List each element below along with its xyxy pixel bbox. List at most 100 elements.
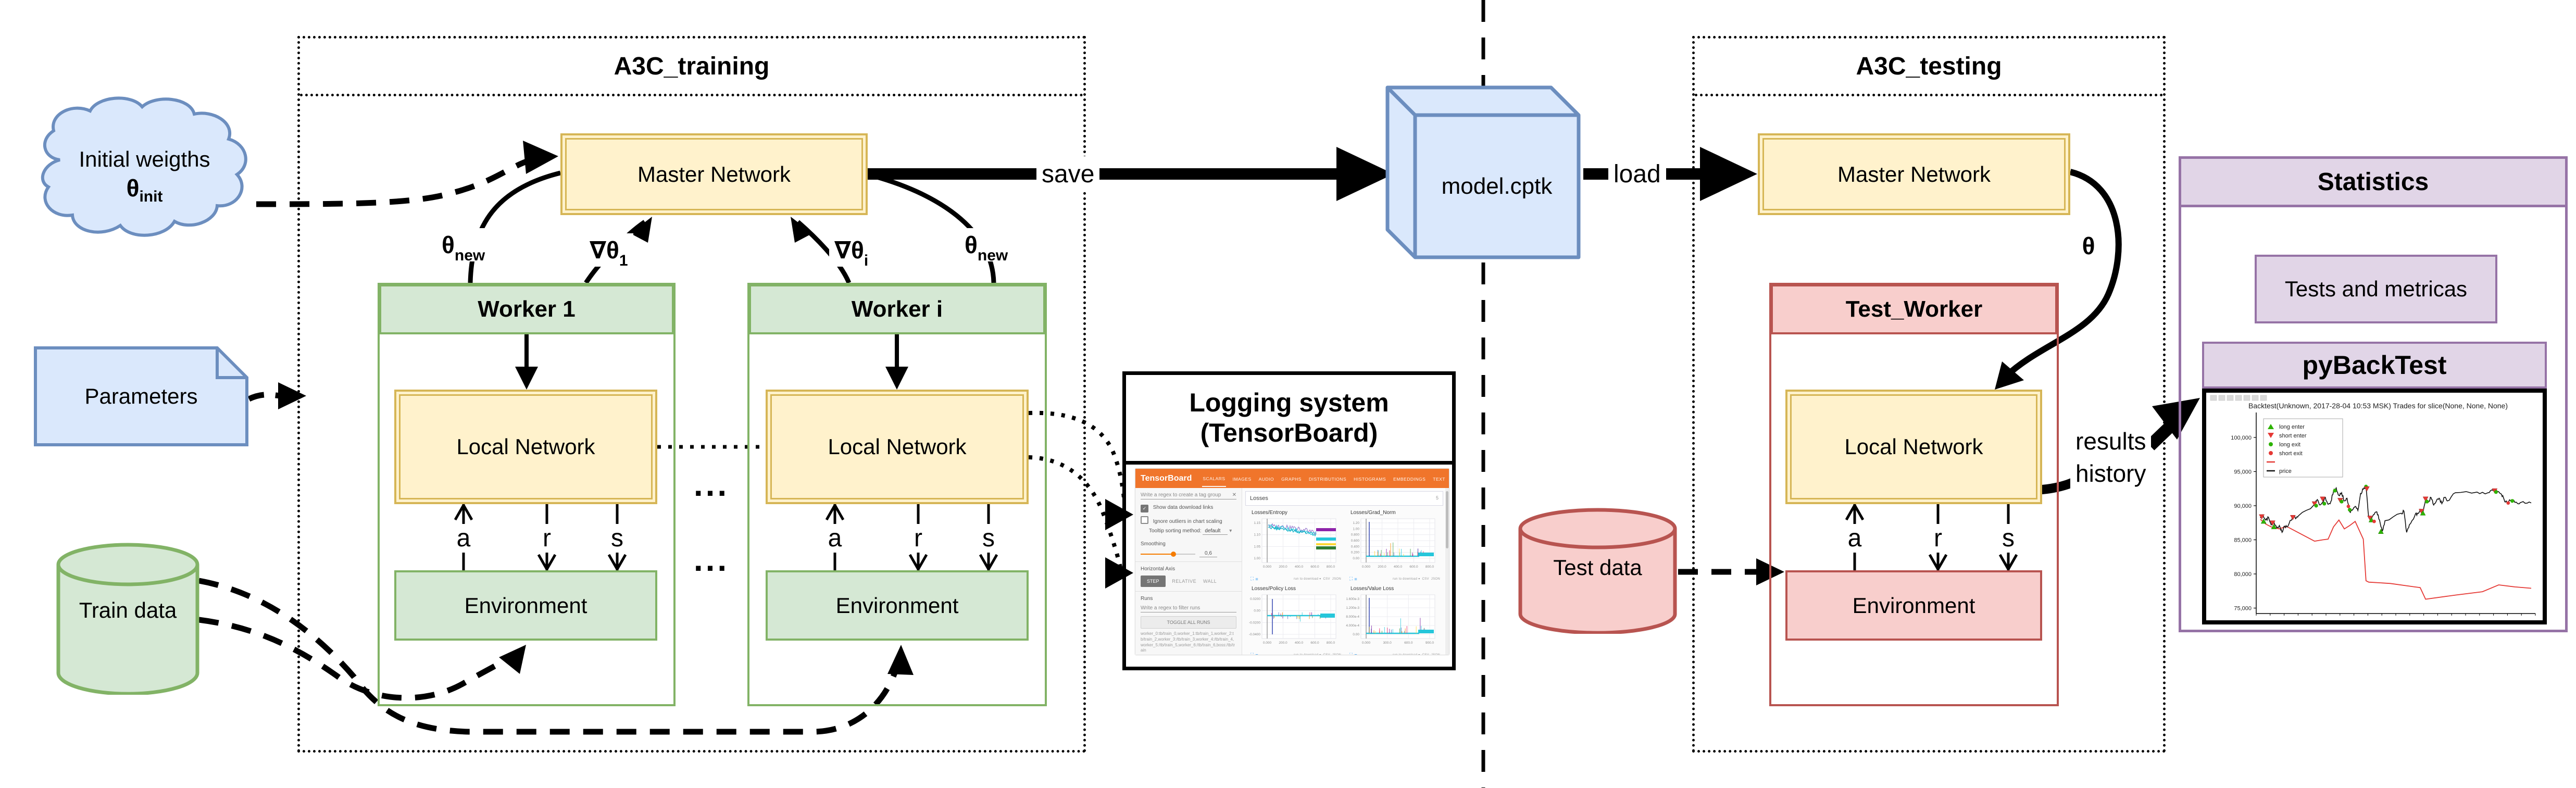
tab-distributions[interactable]: DISTRIBUTIONS xyxy=(1308,476,1347,482)
theta-label: θ xyxy=(2082,232,2095,259)
tab-audio[interactable]: AUDIO xyxy=(1258,476,1274,482)
json-link[interactable]: JSON xyxy=(1431,654,1440,655)
tab-histograms[interactable]: HISTOGRAMS xyxy=(1354,476,1386,482)
run-to-download[interactable]: run to download ▾ xyxy=(1393,653,1420,655)
train-data-label: Train data xyxy=(79,598,177,622)
svg-text:0.600: 0.600 xyxy=(1351,539,1360,543)
logging-system-box: Logging system (TensorBoard) TensorBoard… xyxy=(1122,371,1456,670)
json-link[interactable]: JSON xyxy=(1431,577,1440,581)
test-local-network-label: Local Network xyxy=(1844,434,1983,459)
tab-text[interactable]: TEXT xyxy=(1433,476,1446,482)
csv-link[interactable]: CSV xyxy=(1422,577,1429,581)
list-icon[interactable]: ≡ xyxy=(1255,653,1258,655)
svg-text:400.0: 400.0 xyxy=(1295,641,1304,645)
csv-link[interactable]: CSV xyxy=(1422,654,1429,655)
smoothing-value[interactable]: 0,6 xyxy=(1199,551,1217,557)
test-data-label: Test data xyxy=(1553,555,1642,580)
checkbox-download-links[interactable]: ✓ xyxy=(1141,505,1148,512)
run-to-download[interactable]: run to download ▾ xyxy=(1393,578,1420,581)
svg-text:400.0: 400.0 xyxy=(1295,565,1304,569)
pybacktest-title: pyBackTest xyxy=(2302,351,2447,380)
model-cptk-label: model.cptk xyxy=(1441,173,1553,199)
tab-images[interactable]: IMAGES xyxy=(1232,476,1252,482)
svg-text:0.00: 0.00 xyxy=(1353,557,1359,560)
test-local-network: Local Network xyxy=(1785,390,2042,504)
svg-text:0.000: 0.000 xyxy=(1362,641,1371,645)
svg-text:80,000: 80,000 xyxy=(2234,571,2252,578)
test-environment-label: Environment xyxy=(1852,593,1975,618)
workers-ellipsis-top: ... xyxy=(693,466,730,503)
svg-text:1.15: 1.15 xyxy=(1254,521,1260,525)
tensorboard-header: TensorBoard SCALARS IMAGES AUDIO GRAPHS … xyxy=(1135,469,1449,488)
svg-text:8.000e-4: 8.000e-4 xyxy=(1346,615,1359,619)
note-shape xyxy=(34,346,248,446)
svg-text:800.0: 800.0 xyxy=(1327,565,1335,569)
smoothing-label: Smoothing xyxy=(1141,541,1166,547)
master-network-training: Master Network xyxy=(560,133,868,215)
csv-link[interactable]: CSV xyxy=(1323,577,1330,581)
svg-text:100,000: 100,000 xyxy=(2231,435,2252,441)
worker-i-local-network-label: Local Network xyxy=(828,434,967,459)
svg-text:90,000: 90,000 xyxy=(2234,503,2252,509)
signal-s-worker1: s xyxy=(605,524,630,553)
run-to-download[interactable]: run to download ▾ xyxy=(1294,578,1321,581)
svg-text:0.0200: 0.0200 xyxy=(1250,597,1260,601)
tab-scalars[interactable]: SCALARS xyxy=(1202,470,1226,487)
svg-text:0.000: 0.000 xyxy=(1263,565,1272,569)
chevron-down-icon[interactable]: ▾ xyxy=(1229,528,1232,534)
statistics-title: Statistics xyxy=(2181,159,2565,207)
worker-i-box: Worker i xyxy=(747,283,1047,706)
smoothing-slider[interactable]: 0,6 xyxy=(1141,551,1236,557)
model-cptk-cube: model.cptk xyxy=(1385,85,1581,259)
tag-regex-input[interactable]: Write a regex to create a tag group ✕ xyxy=(1141,492,1236,499)
logging-title-line2: (TensorBoard) xyxy=(1200,418,1378,447)
fullscreen-icon[interactable]: ⛶ xyxy=(1251,652,1254,655)
fullscreen-icon[interactable]: ⛶ xyxy=(1349,576,1353,581)
initial-weights-symbol: θ xyxy=(126,174,140,202)
svg-text:200.0: 200.0 xyxy=(1279,641,1287,645)
pybacktest-header: pyBackTest xyxy=(2202,342,2547,389)
tab-graphs[interactable]: GRAPHS xyxy=(1281,476,1302,482)
slider-knob[interactable] xyxy=(1171,551,1176,557)
run-to-download[interactable]: run to download ▾ xyxy=(1294,653,1321,655)
json-link[interactable]: JSON xyxy=(1332,654,1341,655)
checkbox-ignore-outliers[interactable] xyxy=(1141,516,1148,524)
axis-step-button[interactable]: STEP xyxy=(1141,576,1166,587)
signal-r-workeri: r xyxy=(906,524,931,553)
svg-text:short exit: short exit xyxy=(2279,451,2303,457)
axis-relative-button[interactable]: RELATIVE xyxy=(1172,579,1197,584)
tooltip-sorting-select[interactable]: default xyxy=(1203,528,1228,535)
fullscreen-icon[interactable]: ⛶ xyxy=(1251,576,1254,581)
list-icon[interactable]: ≡ xyxy=(1354,576,1357,582)
master-network-testing-label: Master Network xyxy=(1837,161,1991,186)
list-icon[interactable]: ≡ xyxy=(1255,576,1258,582)
csv-link[interactable]: CSV xyxy=(1323,654,1330,655)
close-icon[interactable]: ✕ xyxy=(1232,492,1236,498)
svg-text:-0.0200: -0.0200 xyxy=(1249,621,1260,624)
tb-scrollbar[interactable] xyxy=(1445,488,1449,655)
worker-1-environment-label: Environment xyxy=(464,593,587,618)
svg-text:price: price xyxy=(2279,468,2292,474)
runs-list: worker_0:tb/train_0,worker_1:tb/train_1,… xyxy=(1141,631,1235,653)
axis-wall-button[interactable]: WALL xyxy=(1203,579,1217,584)
list-icon[interactable]: ≡ xyxy=(1354,653,1357,655)
workers-ellipsis-bottom: ... xyxy=(693,541,730,578)
fullscreen-icon[interactable]: ⛶ xyxy=(1349,652,1353,655)
svg-text:900.0: 900.0 xyxy=(1425,641,1434,645)
json-link[interactable]: JSON xyxy=(1332,577,1341,581)
tab-embeddings[interactable]: EMBEDDINGS xyxy=(1393,476,1426,482)
test-data-cylinder: Test data xyxy=(1518,508,1677,635)
runs-regex-input[interactable]: Write a regex to filter runs xyxy=(1141,605,1236,612)
toggle-all-runs-button[interactable]: TOGGLE ALL RUNS xyxy=(1141,616,1236,629)
svg-text:-0.0400: -0.0400 xyxy=(1249,633,1260,636)
svg-text:short enter: short enter xyxy=(2279,433,2307,439)
parameters-note: Parameters xyxy=(34,346,248,446)
signal-r-test: r xyxy=(1925,524,1950,553)
tensorboard-screenshot: TensorBoard SCALARS IMAGES AUDIO GRAPHS … xyxy=(1135,469,1449,655)
worker-i-local-network: Local Network xyxy=(766,390,1029,504)
parameters-arrow xyxy=(247,392,282,402)
